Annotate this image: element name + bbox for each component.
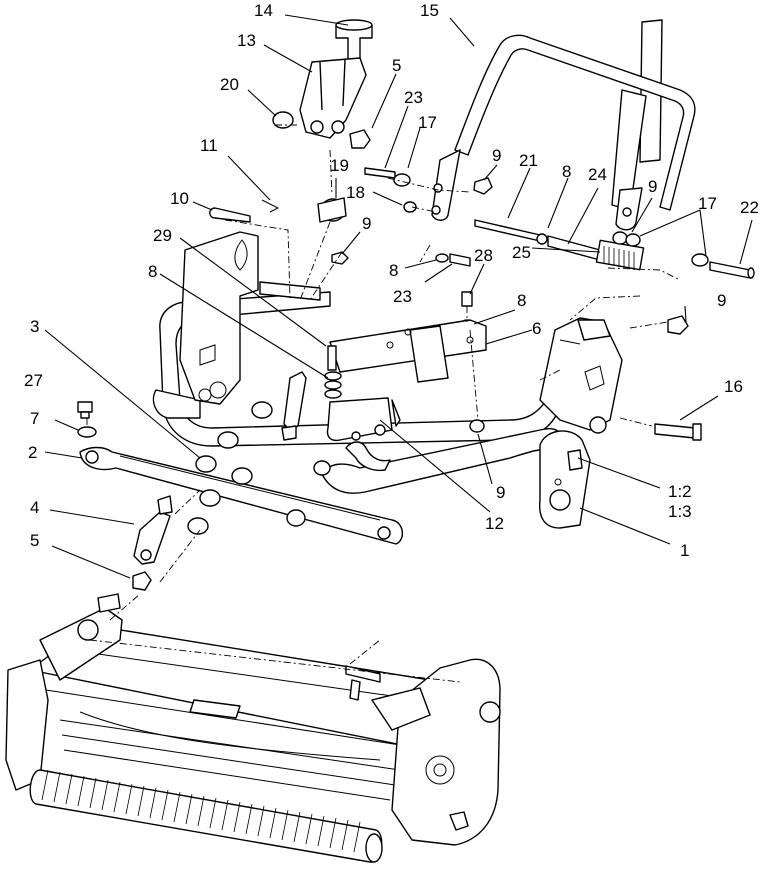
callout-1: 1 [680,541,689,560]
hardware-top [209,111,755,441]
callout-17-right: 17 [698,194,717,213]
callout-3: 3 [30,317,39,336]
callout-7: 7 [30,409,39,428]
handle-bar [431,19,696,231]
callout-28: 28 [474,246,493,265]
callout-1-2: 1:2 [668,482,692,501]
callout-27: 27 [24,371,43,390]
callout-19: 19 [330,156,349,175]
callout-15: 15 [420,1,439,20]
callout-12: 12 [485,514,504,533]
callout-5-bottom: 5 [30,531,39,550]
callout-22: 22 [740,198,759,217]
callout-9-mid: 9 [362,214,371,233]
callout-9-far-right: 9 [717,291,726,310]
callout-8-left: 8 [148,262,157,281]
callout-6: 6 [532,319,541,338]
callout-29: 29 [153,226,172,245]
callout-25: 25 [512,243,531,262]
callout-8-mid: 8 [389,261,398,280]
callout-9-right: 9 [648,177,657,196]
linkage [77,401,403,591]
callout-21: 21 [519,151,538,170]
callout-4: 4 [30,498,39,517]
callout-23-top: 23 [404,88,423,107]
callout-9-top: 9 [492,146,501,165]
assembly-lines [86,124,681,683]
callout-13: 13 [237,31,256,50]
callout-18: 18 [346,183,365,202]
callout-14: 14 [254,1,273,20]
pivot-bracket [299,19,373,139]
callout-24: 24 [588,165,607,184]
callout-8-top: 8 [562,162,571,181]
callout-1-3: 1:3 [668,502,692,521]
callout-23-mid: 23 [393,287,412,306]
front-roller [29,769,383,863]
callout-labels: 14 15 13 5 20 23 17 9 21 8 24 9 11 19 18… [24,1,759,560]
callout-10: 10 [170,189,189,208]
callout-9-bottom: 9 [496,483,505,502]
callout-16: 16 [724,377,743,396]
callout-8-center: 8 [517,291,526,310]
cutting-unit [5,593,501,863]
callout-2: 2 [28,443,37,462]
callout-11: 11 [200,136,218,155]
leader-lines [44,14,753,579]
frame [152,231,623,529]
callout-17-top: 17 [418,113,437,132]
callout-20: 20 [220,75,239,94]
callout-5-top: 5 [392,56,401,75]
